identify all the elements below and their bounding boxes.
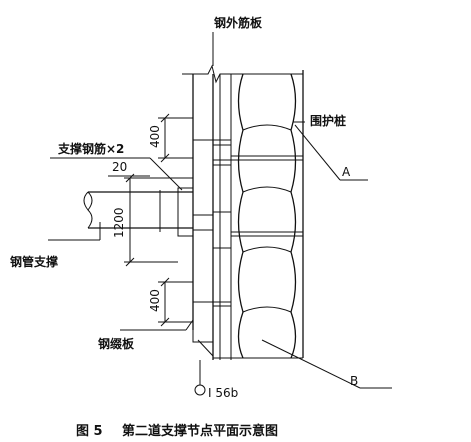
dim-400-bottom: 400 [148, 289, 162, 312]
label-marker-b: B [350, 374, 359, 388]
structure-frame [182, 64, 368, 360]
label-marker-a: A [342, 165, 351, 179]
leader-lines [48, 32, 392, 396]
pad-plates [193, 139, 303, 307]
figure-number: 图 5 [76, 424, 103, 439]
retaining-piles [237, 73, 297, 359]
steel-pipe-support [83, 187, 214, 237]
label-section: I 56b [208, 386, 239, 400]
dim-1200: 1200 [112, 207, 126, 238]
dim-400-top: 400 [148, 125, 162, 148]
label-steel-outer-plate: 钢外筋板 [214, 16, 263, 30]
label-steel-pad-plate: 钢缀板 [98, 337, 135, 351]
label-retaining-pile: 围护桩 [310, 114, 347, 128]
label-steel-pipe-support: 钢管支撑 [10, 255, 59, 269]
dimension-lines [124, 113, 193, 327]
label-dim-20: 20 [112, 160, 128, 174]
figure-title: 第二道支撑节点平面示意图 [122, 424, 279, 439]
label-support-rebar: 支撑钢筋×2 [58, 142, 125, 156]
